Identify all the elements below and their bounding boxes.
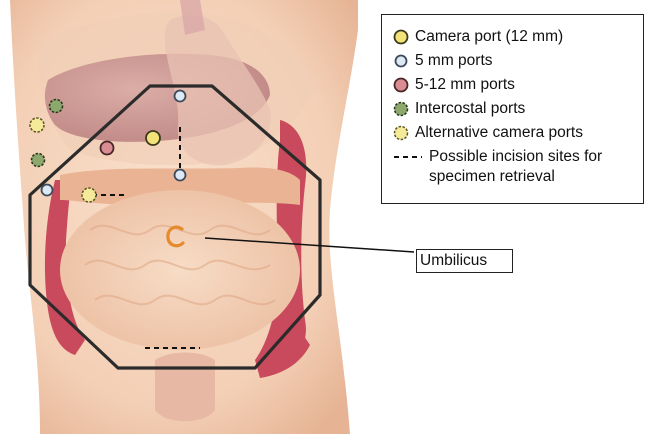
legend-label: 5 mm ports (415, 51, 493, 71)
legend-item-incision-sites: Possible incision sites for specimen ret… (392, 147, 617, 187)
legend-label: Alternative camera ports (415, 123, 583, 143)
legend-item-intercostal-ports: Intercostal ports (392, 99, 525, 119)
legend-box: Camera port (12 mm) 5 mm ports 5-12 mm p… (381, 14, 644, 204)
legend-label: 5-12 mm ports (415, 75, 515, 95)
legend-label: Camera port (12 mm) (415, 27, 563, 47)
intercostal-port-2 (32, 154, 45, 167)
legend-label: Intercostal ports (415, 99, 525, 119)
green-dashed-circle-icon (392, 100, 410, 118)
umbilicus-label: Umbilicus (416, 249, 513, 273)
red-circle-icon (392, 76, 410, 94)
legend-item-camera-port: Camera port (12 mm) (392, 27, 563, 47)
alternative-camera-port-2 (82, 188, 96, 202)
legend-label: Possible incision sites for specimen ret… (429, 147, 617, 187)
five-twelve-mm-port (101, 142, 114, 155)
light-blue-circle-icon (392, 52, 410, 70)
five-mm-port-mid (175, 170, 186, 181)
yellow-solid-circle-icon (392, 28, 410, 46)
intercostal-port-1 (50, 100, 63, 113)
camera-port (146, 131, 160, 145)
legend-item-alternative-camera-ports: Alternative camera ports (392, 123, 583, 143)
yellow-dashed-circle-icon (392, 124, 410, 142)
legend-item-5-12mm-ports: 5-12 mm ports (392, 75, 515, 95)
five-mm-port-left (42, 185, 53, 196)
small-bowel (60, 190, 300, 350)
alternative-camera-port-1 (30, 118, 44, 132)
legend-item-5mm-ports: 5 mm ports (392, 51, 493, 71)
five-mm-port-top (175, 91, 186, 102)
dashed-line-icon (392, 147, 424, 167)
rectum (155, 353, 215, 422)
